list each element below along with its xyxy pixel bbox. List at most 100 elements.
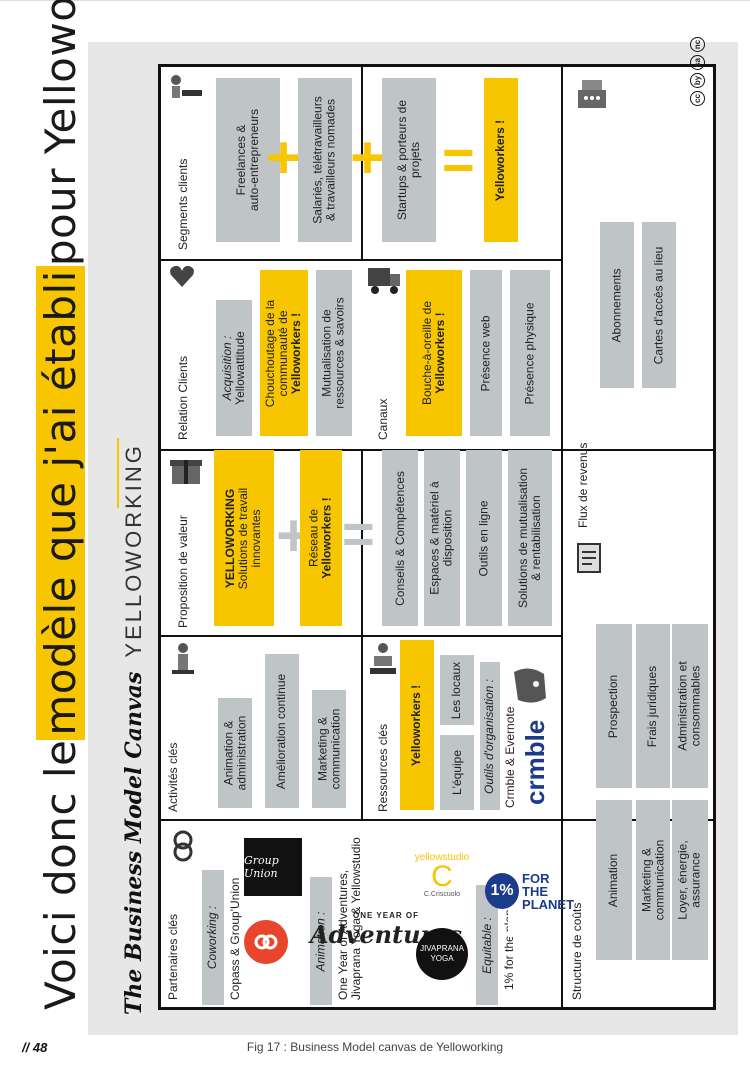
- plus-icon: +: [350, 124, 386, 191]
- revenu-cartes-text: Cartes d'accès au lieu: [651, 246, 666, 364]
- couts-title: Structure de coûts: [570, 902, 584, 1000]
- canvas-label: The Business Model Canvas: [121, 671, 147, 1015]
- divider: [561, 67, 563, 1007]
- prop-line: & rentabilisation: [529, 495, 543, 581]
- prop-outils-text: Outils en ligne: [476, 499, 491, 577]
- partenaires-title: Partenaires clés: [166, 913, 180, 1000]
- ressource-equipe: L'équipe: [440, 735, 474, 810]
- ftp-line2: PLANET: [522, 896, 575, 912]
- divider: [361, 449, 363, 819]
- oya-line1: ONE YEAR OF: [353, 911, 419, 920]
- ressource-yelloworkers: Yelloworkers !: [400, 640, 434, 810]
- copass-logo: [244, 920, 288, 964]
- rel-line: ressources & savoirs: [333, 297, 347, 409]
- evernote-icon: [514, 668, 546, 703]
- canaux-title: Canaux: [376, 398, 390, 440]
- act-line: communication: [328, 708, 343, 790]
- prop-line: Yelloworkers !: [320, 497, 334, 579]
- cout-line: consommables: [689, 665, 703, 747]
- worker-icon: [172, 643, 194, 674]
- cout-marketing: Marketing &communication: [636, 800, 670, 960]
- gift-icon: [170, 460, 202, 484]
- handshake-icon: [173, 830, 193, 862]
- yellowstudio-logo: yellowstudio C C.Criscuolo: [412, 835, 472, 915]
- equals-icon: =: [442, 128, 475, 191]
- ftp-line1: FOR THE: [522, 870, 550, 899]
- coworking-box: Coworking :: [202, 870, 224, 1005]
- ys-line2: C.Criscuolo: [423, 891, 461, 898]
- canvas-subtitle: The Business Model Canvas YELLOWORKING: [112, 437, 169, 1015]
- cout-juridiques: Frais juridiques: [636, 624, 670, 788]
- plus-icon: +: [266, 124, 302, 191]
- by-icon: by: [690, 73, 705, 88]
- proposition-title: Proposition de valeur: [176, 515, 190, 628]
- relation-acquisition: Acquisition :Yellowattitude: [216, 300, 252, 436]
- equitable-label: Equitable :: [479, 916, 494, 974]
- equals-icon: =: [342, 502, 375, 565]
- cout-line: communication: [652, 839, 667, 921]
- outils-box: Outils d'organisation :: [480, 662, 500, 810]
- ys-mark: C: [431, 860, 453, 893]
- outils-text: Crmble & Evernote: [503, 706, 517, 808]
- brand-logo: YELLOWORKING: [117, 437, 169, 658]
- activite-amelioration: Amélioration continue: [265, 654, 299, 808]
- prop-solutions-text: Solutions de mutualisation& rentabilisat…: [516, 468, 543, 608]
- segment-result-text: Yelloworkers !: [493, 119, 508, 201]
- activite-marketing: Marketing &communication: [312, 690, 346, 808]
- receipt-icon: [577, 543, 601, 573]
- cout-loyer-text: Loyer, énergie,assurance: [676, 840, 704, 919]
- prop-conseils-text: Conseils & Compétences: [392, 470, 407, 606]
- act-line: Animation &: [221, 720, 236, 786]
- cout-line: assurance: [689, 852, 704, 908]
- equitable-box: Equitable :: [476, 885, 498, 1005]
- activite-animation: Animation &administration: [218, 698, 252, 808]
- cout-loyer: Loyer, énergie,assurance: [672, 800, 708, 960]
- rel-line: Yelloworkers !: [289, 312, 304, 394]
- heading-text-2: pour Yelloworking :: [35, 0, 85, 267]
- segment-salaries-text: Salariés, télétravailleurs& travailleurs…: [311, 96, 338, 223]
- segment-result: Yelloworkers !: [484, 78, 518, 242]
- cout-prospection-text: Prospection: [606, 674, 621, 738]
- ressource-locaux: Les locaux: [440, 655, 474, 725]
- divider: [361, 67, 363, 259]
- onepct-circle: 1%: [485, 873, 520, 909]
- prop-conseils: Conseils & Compétences: [382, 450, 418, 626]
- revenus-title: Flux de revenus: [576, 442, 590, 528]
- coworking-text: Copass & Group'Union: [228, 877, 242, 1000]
- heading-highlight: modèle que j'ai établi: [35, 266, 85, 740]
- ressource-equipe-text: L'équipe: [449, 750, 464, 795]
- seg-line: projets: [408, 141, 423, 179]
- segment-freelances-text: Freelances &auto-entrepreneurs: [234, 109, 261, 211]
- rel-line: Yellowattitude: [233, 331, 247, 405]
- canaux-web: Présence web: [470, 270, 502, 436]
- jiva-line2: YOGA: [430, 954, 454, 963]
- ressource-yelloworkers-text: Yelloworkers !: [409, 684, 424, 766]
- outils-label: Outils d'organisation :: [482, 678, 497, 794]
- cc-icon: cc: [690, 91, 705, 106]
- revenu-cartes: Cartes d'accès au lieu: [642, 222, 676, 388]
- cash-register-icon: [578, 80, 606, 108]
- oya-logo: ONE YEAR OF Adventures: [310, 860, 462, 1000]
- nc-icon: nc: [690, 37, 705, 52]
- segment-salaries: Salariés, télétravailleurs& travailleurs…: [298, 78, 352, 242]
- canaux-physique: Présence physique: [510, 270, 550, 436]
- activites-title: Activités clés: [166, 742, 180, 812]
- heart-icon: [170, 265, 194, 287]
- activite-amelioration-text: Amélioration continue: [274, 673, 289, 789]
- cout-animation-text: Animation: [606, 853, 621, 907]
- top-rule: [0, 0, 750, 1]
- bricks-icon: [370, 643, 396, 674]
